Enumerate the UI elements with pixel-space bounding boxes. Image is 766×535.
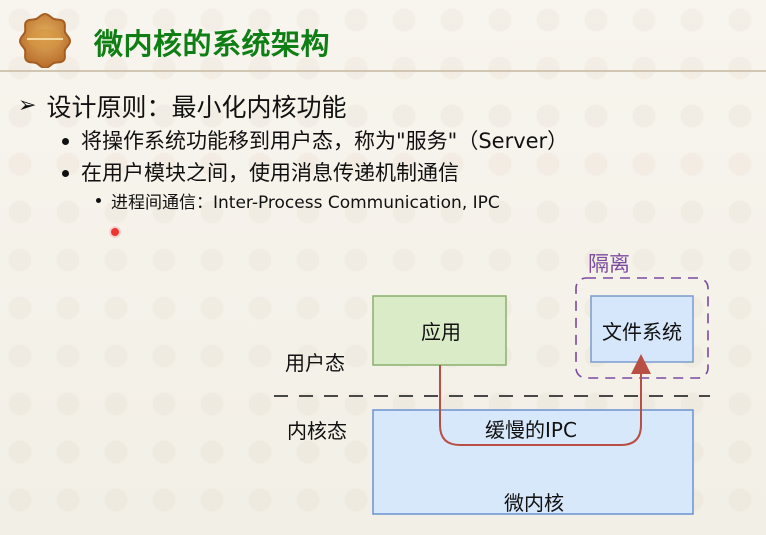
bullet-dot-icon bbox=[62, 169, 69, 177]
page-title: 微内核的系统架构 bbox=[94, 27, 331, 61]
sub-bullet-1: 将操作系统功能移到用户态，称为"服务"（Server） bbox=[62, 125, 568, 155]
slow-ipc-arrow bbox=[439, 354, 651, 446]
file-system-label: 文件系统 bbox=[602, 320, 682, 344]
arrow-bullet-icon: ➢ bbox=[18, 93, 37, 118]
sub-sub-bullet: 进程间通信：Inter-Process Communication, IPC bbox=[96, 188, 500, 213]
user-mode-label: 用户态 bbox=[285, 351, 345, 375]
sub-bullet-2-text: 在用户模块之间，使用消息传递机制通信 bbox=[81, 161, 459, 185]
app-label: 应用 bbox=[421, 320, 461, 344]
kernel-mode-label: 内核态 bbox=[287, 419, 347, 443]
laser-pointer-icon bbox=[111, 228, 119, 236]
title-divider bbox=[0, 70, 766, 72]
microkernel-box bbox=[372, 409, 694, 515]
file-system-box bbox=[590, 295, 694, 363]
isolation-label: 隔离 bbox=[588, 252, 630, 276]
slow-ipc-label: 缓慢的IPC bbox=[485, 418, 577, 442]
microkernel-label: 微内核 bbox=[504, 491, 564, 515]
main-bullet-text: 设计原则：最小化内核功能 bbox=[46, 93, 347, 122]
sub-bullet-2: 在用户模块之间，使用消息传递机制通信 bbox=[62, 157, 459, 187]
bullet-dot-icon bbox=[62, 137, 69, 145]
sub-bullet-1-text: 将操作系统功能移到用户态，称为"服务"（Server） bbox=[81, 129, 569, 153]
main-bullet: ➢ 设计原则：最小化内核功能 bbox=[18, 88, 346, 124]
sub-sub-bullet-text: 进程间通信：Inter-Process Communication, IPC bbox=[111, 193, 500, 213]
small-bullet-dot-icon bbox=[96, 198, 101, 203]
lotus-logo-icon bbox=[18, 12, 72, 68]
